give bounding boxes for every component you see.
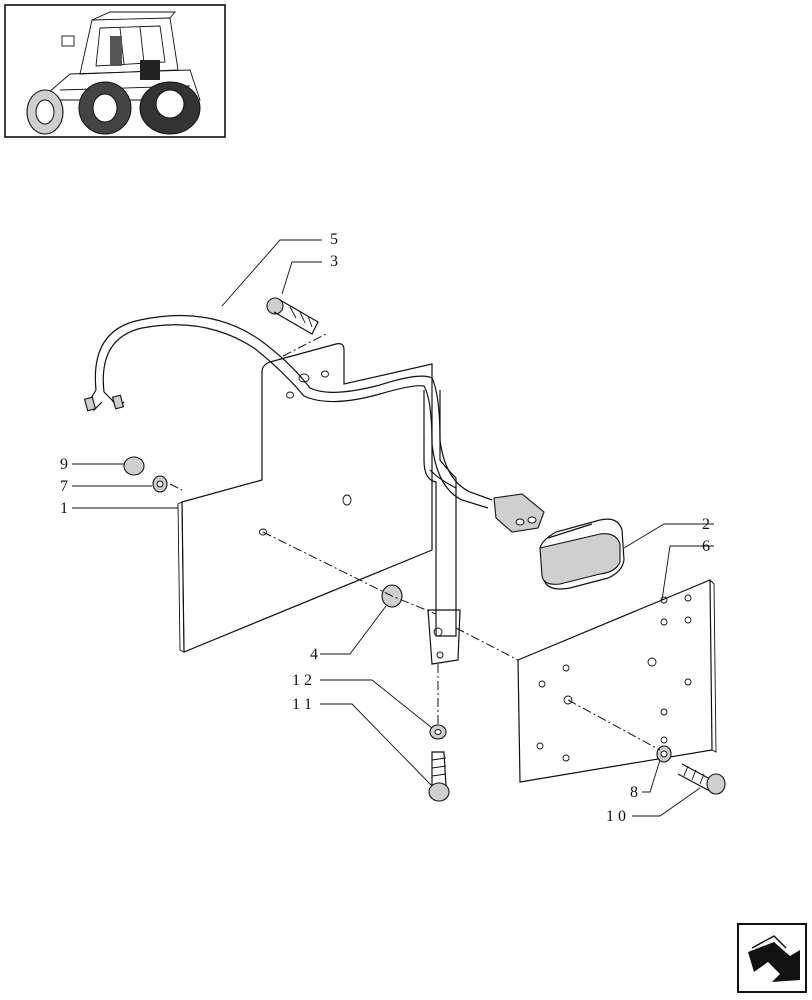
callout-1: 1 xyxy=(60,500,68,517)
bolt-10 xyxy=(677,763,726,795)
callout-12: 1 2 xyxy=(292,672,312,689)
callout-4: 4 xyxy=(310,646,318,663)
mounting-bracket-plate xyxy=(177,343,433,653)
bolt-3 xyxy=(266,297,319,335)
callout-leaders xyxy=(72,239,714,817)
nut-9 xyxy=(123,456,145,476)
washer-8 xyxy=(656,745,672,763)
callout-11: 1 1 xyxy=(292,696,312,713)
callout-10: 1 0 xyxy=(606,808,626,825)
washer-7 xyxy=(152,475,168,493)
lamp-support-tube xyxy=(423,390,461,665)
callout-7: 7 xyxy=(60,478,68,495)
washer-12 xyxy=(429,724,447,740)
callout-5: 5 xyxy=(330,231,338,248)
bolt-11 xyxy=(428,751,450,802)
wiring-harness xyxy=(83,314,545,533)
callout-2: 2 xyxy=(702,516,710,533)
callout-labels: 5 3 9 7 1 2 6 4 1 2 1 1 8 1 0 xyxy=(60,231,710,825)
license-plate xyxy=(517,579,717,783)
callout-3: 3 xyxy=(330,253,338,270)
next-page-arrow-icon[interactable] xyxy=(737,923,807,993)
assembly-axis-lines xyxy=(169,333,661,751)
callout-9: 9 xyxy=(60,456,68,473)
tractor-rear-thumbnail-icon[interactable] xyxy=(4,4,226,138)
callout-8: 8 xyxy=(630,784,638,801)
callout-6: 6 xyxy=(702,538,710,555)
license-plate-lamp xyxy=(539,518,625,590)
